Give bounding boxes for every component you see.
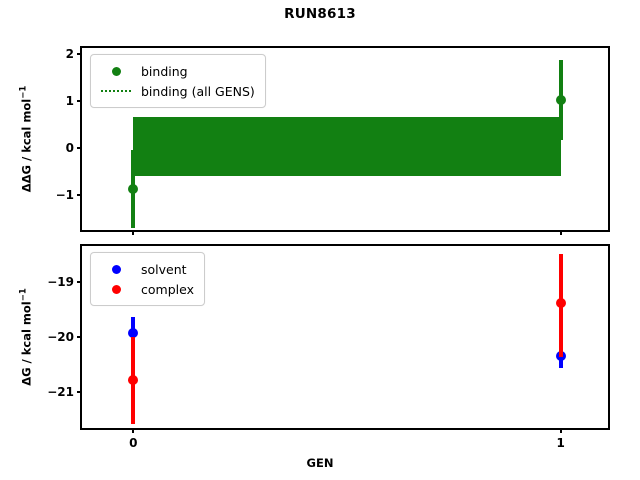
ddg-y-tick (77, 146, 82, 150)
legend-item-binding[interactable]: binding (99, 61, 255, 81)
dg-y-tick (77, 335, 82, 339)
ddg-y-tick (77, 194, 82, 197)
binding-data-point[interactable] (128, 184, 139, 195)
binding-data-point[interactable] (555, 94, 566, 105)
complex-data-point[interactable] (555, 297, 566, 308)
dg-y-tick (77, 280, 82, 283)
dg-y-axis-label: ΔG / kcal mol−1 (19, 288, 34, 386)
ddg-y-tick (77, 52, 82, 55)
legend-item-binding[interactable]: binding (all GENS) (99, 81, 255, 101)
legend-marker-icon (111, 66, 121, 76)
legend-key-marker (99, 66, 133, 76)
legend-label: solvent (141, 261, 187, 277)
ddg-y-axis-label-exponent: −1 (18, 85, 29, 99)
dg-plot-axes: −19 −20 −21 0 1 solvent complex (47, 244, 610, 450)
ddg-legend[interactable]: binding binding (all GENS) (90, 54, 266, 108)
legend-marker-icon (111, 284, 121, 294)
dg-legend[interactable]: solvent complex (90, 252, 205, 306)
legend-key-marker (99, 264, 133, 274)
dg-y-tick-label: −21 (47, 385, 74, 400)
legend-marker-icon (111, 264, 121, 274)
x-axis-label: GEN (306, 456, 334, 470)
ddg-x-tick (559, 230, 562, 235)
legend-item-solvent[interactable]: solvent (99, 259, 194, 279)
ddg-y-tick (77, 99, 82, 102)
dg-y-tick-label: −19 (47, 274, 74, 289)
solvent-data-point[interactable] (128, 327, 139, 338)
dg-y-axis-label-exponent: −1 (18, 288, 29, 302)
ddg-y-tick-label: 2 (65, 46, 74, 61)
legend-key-line (99, 90, 133, 92)
dg-plot-area (82, 246, 608, 428)
dg-y-tick-label: −20 (47, 330, 74, 345)
dg-y-tick (77, 391, 82, 394)
ddg-y-axis-label-base: ΔΔG / kcal mol (19, 98, 34, 193)
ddg-plot-axes: 2 1 0 −1 binding binding (all GENS) (56, 46, 610, 235)
binding-all-gens-center-line (133, 145, 561, 148)
ddg-x-tick (132, 230, 135, 235)
legend-label: binding (all GENS) (141, 83, 255, 99)
legend-item-complex[interactable]: complex (99, 279, 194, 299)
legend-label: binding (141, 63, 188, 79)
figure-title: RUN8613 (284, 6, 356, 22)
ddg-y-axis-label: ΔΔG / kcal mol−1 (19, 86, 34, 193)
complex-data-point[interactable] (128, 375, 139, 386)
ddg-y-tick-label: 1 (65, 93, 74, 108)
ddg-y-tick-label: −1 (55, 188, 74, 203)
legend-key-marker (99, 284, 133, 294)
dg-x-tick (559, 428, 562, 433)
x-tick-label: 1 (556, 436, 565, 450)
dg-y-axis-label-base: ΔG / kcal mol (19, 301, 34, 386)
x-tick-label: 0 (129, 436, 138, 450)
dg-x-tick (132, 428, 135, 433)
ddg-y-tick-label: 0 (65, 141, 74, 156)
legend-dotted-line-icon (101, 90, 131, 92)
legend-label: complex (141, 281, 194, 297)
ddg-plot-area (82, 48, 608, 230)
